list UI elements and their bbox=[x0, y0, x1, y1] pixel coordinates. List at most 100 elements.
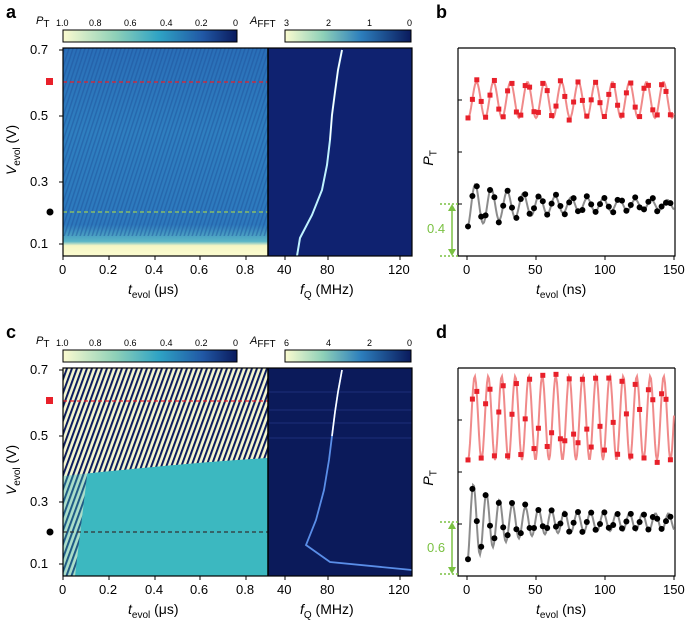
x-tick: 0 bbox=[59, 262, 67, 277]
panel-b bbox=[440, 47, 676, 260]
data-point bbox=[517, 530, 524, 537]
data-point bbox=[557, 436, 563, 442]
x-tick: 0.8 bbox=[236, 582, 255, 597]
data-point bbox=[641, 511, 647, 518]
data-point bbox=[531, 109, 537, 115]
data-point bbox=[518, 452, 524, 458]
cb-afft-tick: 2 bbox=[326, 18, 332, 28]
data-point bbox=[649, 195, 656, 202]
f-axis-label-a: fQ (MHz) bbox=[300, 281, 354, 301]
data-point bbox=[575, 79, 581, 85]
data-point bbox=[527, 84, 533, 90]
red-marker-c bbox=[46, 397, 53, 404]
data-point bbox=[562, 438, 568, 444]
data-point bbox=[619, 197, 625, 204]
f-tick: 120 bbox=[388, 582, 410, 597]
data-point bbox=[663, 88, 669, 94]
x-tick: 150 bbox=[663, 262, 685, 277]
data-point bbox=[500, 383, 506, 389]
cb-pt-tick: 0.2 bbox=[195, 338, 208, 348]
data-point bbox=[614, 511, 621, 518]
data-point bbox=[504, 187, 511, 194]
x-tick: 0 bbox=[463, 582, 471, 597]
data-point bbox=[623, 207, 630, 214]
cb-pt-label-c: PT bbox=[36, 335, 50, 351]
colorbar-afft-c bbox=[284, 349, 412, 363]
data-point bbox=[469, 485, 476, 492]
data-point bbox=[526, 524, 533, 531]
x-tick: 100 bbox=[594, 582, 616, 597]
data-point bbox=[465, 556, 471, 563]
x-axis-label-b: tevol (ns) bbox=[536, 281, 587, 301]
data-point bbox=[588, 97, 594, 103]
data-point bbox=[584, 113, 590, 119]
data-point bbox=[667, 112, 673, 118]
y-tick: 0.7 bbox=[30, 42, 49, 57]
data-point bbox=[659, 391, 665, 397]
data-point bbox=[487, 92, 493, 98]
x-tick: 150 bbox=[663, 582, 685, 597]
fft-trace-a-core bbox=[329, 49, 343, 141]
data-point bbox=[636, 519, 643, 526]
data-point bbox=[654, 459, 660, 465]
data-point bbox=[495, 219, 502, 226]
f-tick: 80 bbox=[320, 582, 335, 597]
data-point bbox=[535, 193, 542, 200]
data-point bbox=[491, 535, 498, 542]
y-tick: 0.1 bbox=[30, 236, 49, 251]
data-point bbox=[526, 210, 533, 217]
data-point bbox=[601, 509, 608, 516]
data-point bbox=[566, 117, 572, 123]
data-point bbox=[597, 100, 603, 106]
data-point bbox=[650, 397, 656, 403]
f-tick: 80 bbox=[320, 262, 335, 277]
data-point bbox=[522, 191, 529, 198]
cb-pt-tick: 0 bbox=[233, 18, 239, 28]
data-point bbox=[593, 375, 599, 381]
x-tick: 0.2 bbox=[99, 582, 118, 597]
data-point bbox=[579, 376, 585, 382]
data-point bbox=[627, 201, 634, 208]
cb-afft-tick: 0 bbox=[407, 338, 413, 348]
data-point bbox=[641, 455, 647, 461]
data-point bbox=[473, 183, 480, 190]
data-point bbox=[645, 387, 651, 393]
data-point bbox=[570, 195, 577, 202]
data-point bbox=[548, 200, 555, 207]
data-point bbox=[619, 112, 625, 118]
data-point bbox=[597, 423, 603, 429]
data-point bbox=[513, 526, 520, 533]
data-point bbox=[531, 446, 537, 452]
data-point bbox=[597, 201, 603, 208]
data-point bbox=[557, 202, 564, 209]
y-tick: 0.3 bbox=[30, 494, 49, 509]
data-point bbox=[478, 543, 485, 550]
data-point bbox=[522, 416, 528, 422]
data-point bbox=[593, 79, 599, 85]
data-point bbox=[658, 203, 665, 210]
data-point bbox=[544, 88, 550, 94]
data-point bbox=[623, 90, 629, 96]
cb-afft-tick: 6 bbox=[284, 338, 290, 348]
data-point bbox=[588, 509, 595, 516]
data-point bbox=[641, 206, 647, 213]
f-tick: 120 bbox=[388, 262, 410, 277]
data-point bbox=[469, 96, 475, 102]
scale-label-d: 0.6 bbox=[427, 540, 446, 555]
x-axis-label-d: tevol (ns) bbox=[536, 601, 587, 621]
cb-pt-tick: 0 bbox=[233, 338, 239, 348]
data-point bbox=[474, 388, 480, 394]
data-point bbox=[575, 440, 581, 446]
cb-afft-label-c: AFFT bbox=[250, 335, 276, 351]
data-point bbox=[513, 381, 519, 387]
cb-pt-tick: 1.0 bbox=[56, 338, 69, 348]
cb-pt-tick: 0.8 bbox=[89, 338, 102, 348]
data-point bbox=[592, 208, 599, 215]
data-point bbox=[667, 457, 673, 463]
cb-afft-label-a: AFFT bbox=[250, 15, 276, 31]
data-point bbox=[544, 525, 551, 532]
data-point bbox=[513, 109, 519, 115]
data-point bbox=[557, 78, 563, 84]
x-tick: 50 bbox=[528, 262, 543, 277]
f-axis-label-c: fQ (MHz) bbox=[300, 601, 354, 621]
